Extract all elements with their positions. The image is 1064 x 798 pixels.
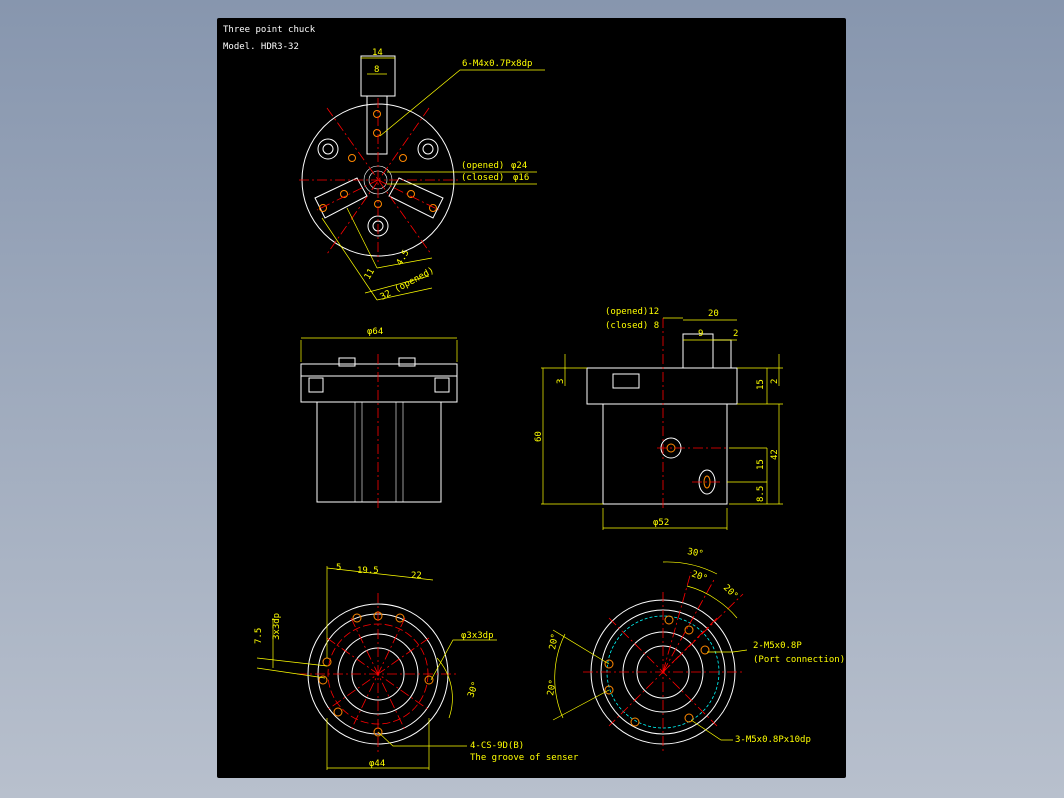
dim-2-right: 2 <box>770 379 780 384</box>
dim-32-opened: 32 (opened) <box>379 266 436 303</box>
closed-dia: φ16 <box>513 173 529 183</box>
dim-3x3dp-left: 3x3dp <box>272 613 282 640</box>
dim-9: 9 <box>698 329 703 339</box>
dim-15-upper: 15 <box>756 379 766 390</box>
dim-jaw-width: 14 <box>372 48 383 58</box>
dim-dia44: φ44 <box>369 759 385 769</box>
bottom-left-view: 5 19.5 22 7.5 3x3dp φ3x3dp 30° 4-CS-9D(B… <box>254 563 579 770</box>
dim-60: 60 <box>534 431 544 442</box>
dim-15-lower: 15 <box>756 459 766 470</box>
port-note-1: 2-M5x0.8P <box>753 641 802 651</box>
dim-dia52: φ52 <box>653 518 669 528</box>
dim-dia64: φ64 <box>367 327 383 337</box>
groove-note-2: The groove of senser <box>470 753 579 763</box>
closed-label: (closed) <box>461 173 504 183</box>
dim-19-5: 19.5 <box>357 566 379 576</box>
dim-20: 20 <box>708 309 719 319</box>
angle-30-right: 30° <box>686 547 704 560</box>
bottom-right-view: 30° 20° 20° 20° 20° 2-M5x0.8P (Port conn… <box>546 547 845 752</box>
dim-2-top: 2 <box>733 329 738 339</box>
model-label: Model. HDR3-32 <box>223 42 299 52</box>
dim-22: 22 <box>411 571 422 581</box>
dim-11: 11 <box>363 267 377 281</box>
dim-jaw-inner: 8 <box>374 65 379 75</box>
angle-20-left-b: 20° <box>546 679 559 697</box>
opened-dia: φ24 <box>511 161 527 171</box>
tap-note-bottom: 3-M5x0.8Px10dp <box>735 735 811 745</box>
angle-20-left-a: 20° <box>548 633 561 651</box>
dim-7-5: 7.5 <box>254 628 264 644</box>
port-note-2: (Port connection) <box>753 655 845 665</box>
closed-8: (closed) 8 <box>605 321 659 331</box>
drawing-title: Three point chuck <box>223 25 316 35</box>
angle-20-a: 20° <box>690 569 709 584</box>
dim-3: 3 <box>556 379 566 384</box>
dim-8-5: 8.5 <box>756 486 766 502</box>
cad-drawing: Three point chuck Model. HDR3-32 <box>223 25 845 770</box>
angle-20-b: 20° <box>721 583 740 602</box>
dim-5: 5 <box>336 563 341 573</box>
hole-note: φ3x3dp <box>461 631 494 641</box>
top-view: 14 8 6-M4x0.7Px8dp (opened) φ24 (closed)… <box>299 48 545 303</box>
groove-note-1: 4-CS-9D(B) <box>470 741 524 751</box>
drawing-sheet: Three point chuck Model. HDR3-32 <box>217 18 846 778</box>
opened-label: (opened) <box>461 161 504 171</box>
opened-12: (opened)12 <box>605 307 659 317</box>
tap-note: 6-M4x0.7Px8dp <box>462 59 532 69</box>
angle-30-left: 30° <box>466 680 481 699</box>
side-view: (opened)12 (closed) 8 20 9 2 60 3 15 2 1… <box>534 307 783 530</box>
front-view: φ64 <box>300 327 458 510</box>
dim-4-5: 4.5 <box>395 248 412 267</box>
dim-42: 42 <box>770 449 780 460</box>
